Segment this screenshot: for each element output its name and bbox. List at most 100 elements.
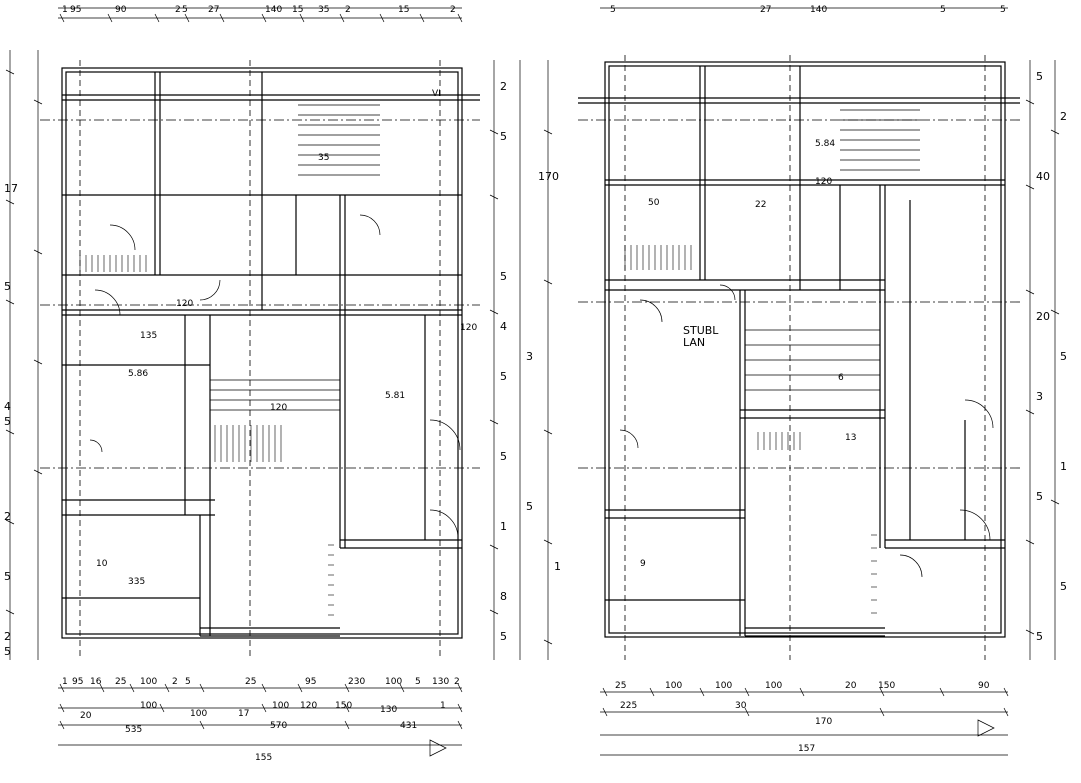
room-label-9: 120: [176, 299, 193, 309]
rroom-label-3: LAN: [683, 336, 705, 349]
rroom-label-6: 9: [640, 559, 646, 569]
dim-left-8: 5: [4, 645, 11, 658]
dim-bot-7: 5: [185, 677, 191, 687]
dim-bot-14: 2: [454, 677, 460, 687]
dim-bot2-3: 100: [190, 709, 207, 719]
dim-bot2-6: 120: [300, 701, 317, 711]
dim-top-7: 140: [265, 5, 282, 15]
dim-bot3-3: 431: [400, 721, 417, 731]
dim-left-6: 5: [4, 570, 11, 583]
rdim-bot-total: 157: [798, 744, 815, 754]
left-plan: 1 95 90 2 5 27 140 15 35 2 15 2 17 5 4: [4, 5, 561, 763]
dim-bot2-1: 20: [80, 711, 92, 721]
dim-top-6: 27: [208, 5, 219, 15]
dim-top-4: 2: [175, 5, 181, 15]
rdim-bot2-2: 30: [735, 701, 747, 711]
dim-bot3-2: 570: [270, 721, 287, 731]
dim-bot3-1: 535: [125, 725, 142, 735]
north-arrow-icon-right: [977, 719, 995, 737]
room-label-3: 35: [318, 153, 329, 163]
rdim-bot2-3: 170: [815, 717, 832, 727]
dim-right-13: 5: [500, 630, 507, 643]
rdim-right-7: 1: [1060, 460, 1067, 473]
dim-right-10: 1: [500, 520, 507, 533]
dim-top-12: 2: [450, 5, 456, 15]
rdim-bot-6: 150: [878, 681, 895, 691]
dim-right-5: 4: [500, 320, 507, 333]
dim-top-8: 15: [292, 5, 303, 15]
dim-right-2: 5: [500, 130, 507, 143]
dim-bot-3: 16: [90, 677, 102, 687]
dim-top-9: 35: [318, 5, 329, 15]
dim-left-4: 5: [4, 415, 11, 428]
dim-bot-8: 25: [245, 677, 256, 687]
rdim-top-1: 5: [610, 5, 616, 15]
rdim-right-10: 5: [1036, 630, 1043, 643]
room-label-2: 5.81: [385, 391, 405, 401]
dim-right-1: 2: [500, 80, 507, 93]
rdim-bot-4: 100: [765, 681, 782, 691]
rdim-top-2: 27: [760, 5, 771, 15]
dim-bot-12: 5: [415, 677, 421, 687]
dim-bot-1: 1: [62, 677, 68, 687]
dim-left-1: 17: [4, 182, 18, 195]
dim-left-5: 2: [4, 510, 11, 523]
dim-bot-5: 100: [140, 677, 157, 687]
rdim-bot-1: 25: [615, 681, 626, 691]
rdim-bot-3: 100: [715, 681, 732, 691]
dim-bot2-4: 17: [238, 709, 249, 719]
rdim-right-8: 5: [1036, 490, 1043, 503]
dim-right-4: 5: [500, 270, 507, 283]
dim-top-1: 1: [62, 5, 68, 15]
rdim-bot-7: 90: [978, 681, 990, 691]
rdim-right-9: 5: [1060, 580, 1067, 593]
dim-bot2-9: 1: [440, 701, 446, 711]
dim-bot-4: 25: [115, 677, 126, 687]
dim-left-3: 4: [4, 400, 11, 413]
dim-bot2-8: 130: [380, 705, 397, 715]
dim-top-10: 2: [345, 5, 351, 15]
dim-bot-6: 2: [172, 677, 178, 687]
dim-right-6: 5: [500, 370, 507, 383]
dim-bot-10: 230: [348, 677, 365, 687]
rdim-right-3: 40: [1036, 170, 1050, 183]
rroom-label-1: 5.84: [815, 139, 835, 149]
room-label-6: 135: [140, 331, 157, 341]
rdim-right-4: 20: [1036, 310, 1050, 323]
dim-bot-total: 155: [255, 753, 272, 763]
room-label-1: 5.86: [128, 369, 148, 379]
rroom-label-4: 22: [755, 200, 766, 210]
room-label-7: 10: [96, 559, 108, 569]
room-label-5: VI: [432, 89, 441, 99]
rroom-label-2: STUBL: [683, 324, 719, 337]
rroom-label-8: 6: [838, 373, 844, 383]
rdim-bot2-1: 225: [620, 701, 637, 711]
dim-bot-13: 130: [432, 677, 449, 687]
dim-bot-11: 100: [385, 677, 402, 687]
dim-right-12: 8: [500, 590, 507, 603]
rdim-bot-5: 20: [845, 681, 857, 691]
dim-right-7: 3: [526, 350, 533, 363]
room-label-8: 335: [128, 577, 145, 587]
dim-right-11: 1: [554, 560, 561, 573]
rdim-top-5: 5: [1000, 5, 1006, 15]
dim-right-3: 170: [538, 170, 559, 183]
dim-top-11: 15: [398, 5, 409, 15]
dim-left-2: 5: [4, 280, 11, 293]
dim-bot-9: 95: [305, 677, 316, 687]
rdim-right-1: 5: [1036, 70, 1043, 83]
dim-bot2-2: 100: [140, 701, 157, 711]
dim-right-9: 5: [526, 500, 533, 513]
dim-bot2-5: 100: [272, 701, 289, 711]
dim-top-3: 90: [115, 5, 127, 15]
rroom-label-7: 120: [815, 177, 832, 187]
rdim-top-3: 140: [810, 5, 827, 15]
rdim-right-2: 2: [1060, 110, 1067, 123]
right-plan: 5 27 140 5 5: [578, 5, 1067, 756]
rroom-label-9: 13: [845, 433, 856, 443]
dim-top-5: 5: [182, 5, 188, 15]
rdim-bot-2: 100: [665, 681, 682, 691]
room-label-4: 120: [460, 323, 477, 333]
north-arrow-icon: [429, 739, 447, 757]
